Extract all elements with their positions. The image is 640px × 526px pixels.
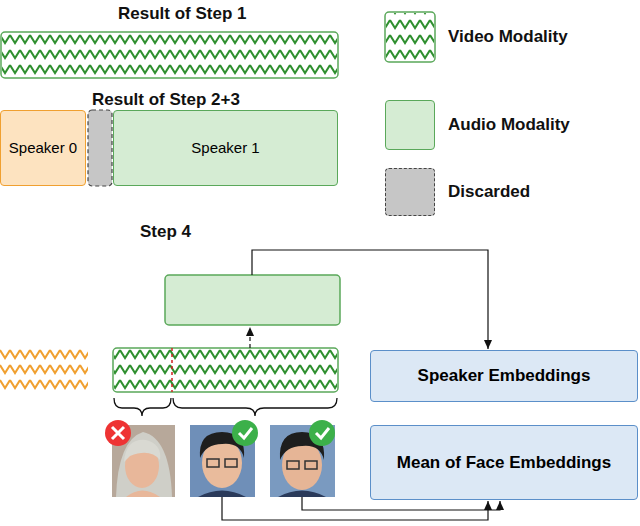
embedding-box: Mean of Face Embeddings xyxy=(370,425,638,500)
video-zigzag xyxy=(2,33,337,77)
legend-video-zigzag xyxy=(386,13,434,61)
accept-mark xyxy=(309,420,335,446)
face-image xyxy=(112,425,175,497)
legend-swatch xyxy=(385,168,435,216)
legend-text: Video Modality xyxy=(448,27,568,47)
brace xyxy=(173,398,337,416)
node-text: Speaker Embeddings xyxy=(418,365,591,386)
leader-arrow xyxy=(222,497,488,520)
extract-arrow xyxy=(249,327,250,348)
reject-mark xyxy=(112,427,124,439)
legend-text: Audio Modality xyxy=(448,115,570,135)
legend-swatch xyxy=(385,100,435,150)
speaker1-video xyxy=(113,348,338,392)
embedding-box: Speaker Embeddings xyxy=(370,350,638,402)
node-text: Speaker 0 xyxy=(9,139,77,158)
node-text: Speaker 1 xyxy=(191,139,259,158)
discarded-segment xyxy=(88,110,112,186)
audio-segment xyxy=(165,275,340,325)
face-image xyxy=(190,425,255,497)
speaker0-video xyxy=(0,348,88,392)
step-heading: Result of Step 1 xyxy=(118,4,246,24)
legend-video-swatch xyxy=(385,12,435,62)
reject-mark xyxy=(105,420,131,446)
accept-mark xyxy=(239,428,252,438)
split-line xyxy=(171,348,173,392)
speaker-segment: Speaker 0 xyxy=(0,110,86,186)
accept-mark xyxy=(232,420,258,446)
video-band xyxy=(1,32,338,78)
node-text: Mean of Face Embeddings xyxy=(397,452,611,473)
accept-mark xyxy=(316,428,329,438)
step-heading: Step 4 xyxy=(140,222,191,242)
leader-arrow xyxy=(252,250,488,349)
legend-text: Discarded xyxy=(448,182,530,202)
speaker1-zigzag xyxy=(114,349,337,391)
speaker-segment: Speaker 1 xyxy=(113,110,338,186)
step-heading: Result of Step 2+3 xyxy=(92,90,240,110)
brace xyxy=(114,398,171,416)
